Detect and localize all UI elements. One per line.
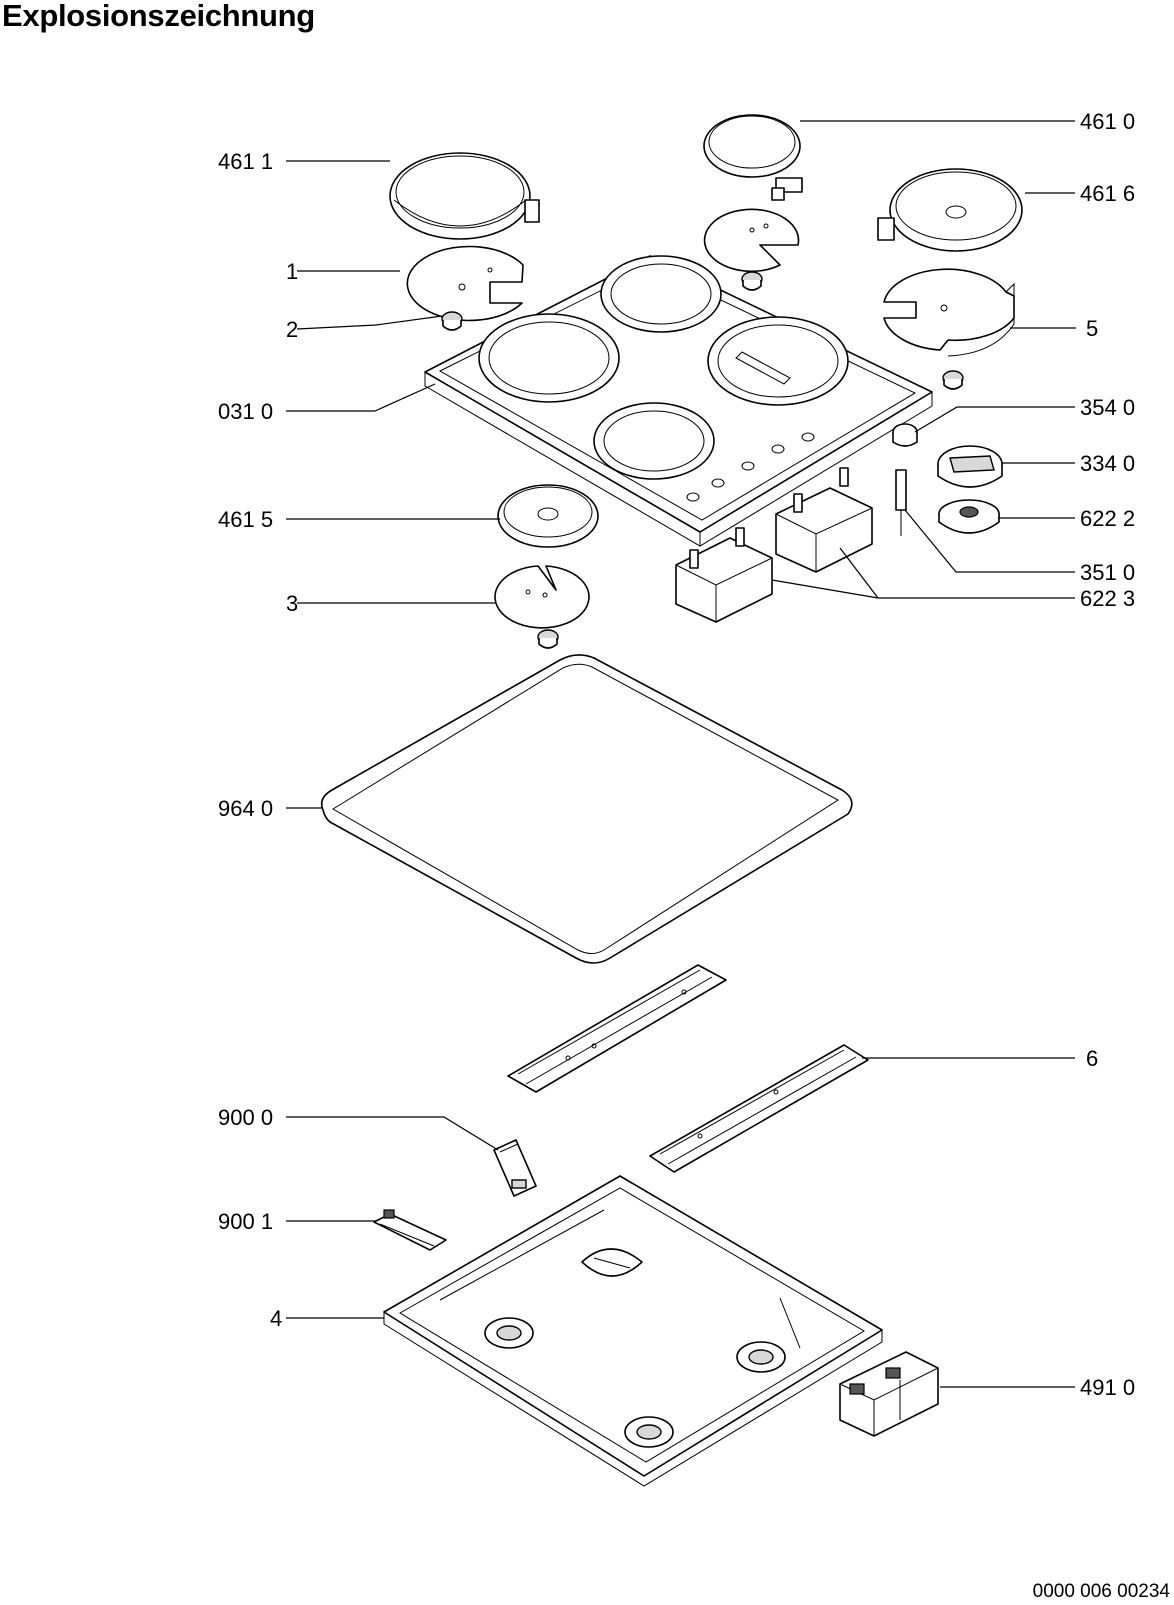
document-number: 0000 006 00234 [1032, 1581, 1170, 1602]
bushing-2 [441, 311, 463, 331]
label-964-0: 964 0 [218, 796, 273, 821]
label-622-3: 622 3 [1080, 586, 1135, 611]
bushing-5 [942, 370, 964, 390]
label-461-5: 461 5 [218, 507, 273, 532]
hotplate-461-0 [703, 114, 803, 201]
label-4: 4 [270, 1306, 282, 1331]
hob-top-031-0 [424, 255, 933, 547]
label-5: 5 [1086, 316, 1098, 341]
reflector-disc-461-0 [703, 208, 800, 273]
rail-lower [649, 1044, 869, 1173]
rail-upper [507, 964, 727, 1093]
label-491-0: 491 0 [1080, 1375, 1135, 1400]
label-354-0: 354 0 [1080, 395, 1135, 420]
reflector-pan-5 [883, 268, 1015, 357]
hotplate-461-6 [877, 168, 1023, 252]
bushing-3 [537, 629, 559, 649]
knob-ring-622-2 [938, 499, 1000, 534]
label-900-1: 900 1 [218, 1209, 273, 1234]
terminal-block-491-0 [839, 1351, 939, 1437]
clip-900-1 [373, 1209, 447, 1251]
knob-334-0 [937, 445, 1003, 488]
base-tray-4 [383, 1175, 883, 1487]
callout-labels: 461 1 461 0 461 6 1 2 5 031 0 354 0 334 … [218, 109, 1135, 1400]
seal-964-0 [320, 654, 853, 964]
leader-lines [286, 120, 1076, 1388]
energy-regulators-622-3 [675, 467, 873, 623]
label-461-1: 461 1 [218, 149, 273, 174]
label-622-2: 622 2 [1080, 506, 1135, 531]
label-461-6: 461 6 [1080, 181, 1135, 206]
label-900-0: 900 0 [218, 1105, 273, 1130]
label-6: 6 [1086, 1046, 1098, 1071]
clip-900-0 [493, 1139, 537, 1197]
label-334-0: 334 0 [1080, 451, 1135, 476]
reflector-disc-1 [406, 245, 524, 322]
page-title: Explosionszeichnung [2, 0, 315, 33]
label-031-0: 031 0 [218, 399, 273, 424]
label-461-0: 461 0 [1080, 109, 1135, 134]
hotplate-461-5 [497, 484, 599, 548]
label-2: 2 [286, 317, 298, 342]
label-1: 1 [286, 259, 298, 284]
label-351-0: 351 0 [1080, 560, 1135, 585]
label-3: 3 [286, 591, 298, 616]
control-shaft-351-0 [895, 469, 907, 536]
reflector-disc-3 [494, 565, 590, 629]
bushing-461-0 [741, 271, 763, 291]
spacer-354-0 [892, 423, 918, 447]
hotplate-461-1 [389, 152, 540, 240]
